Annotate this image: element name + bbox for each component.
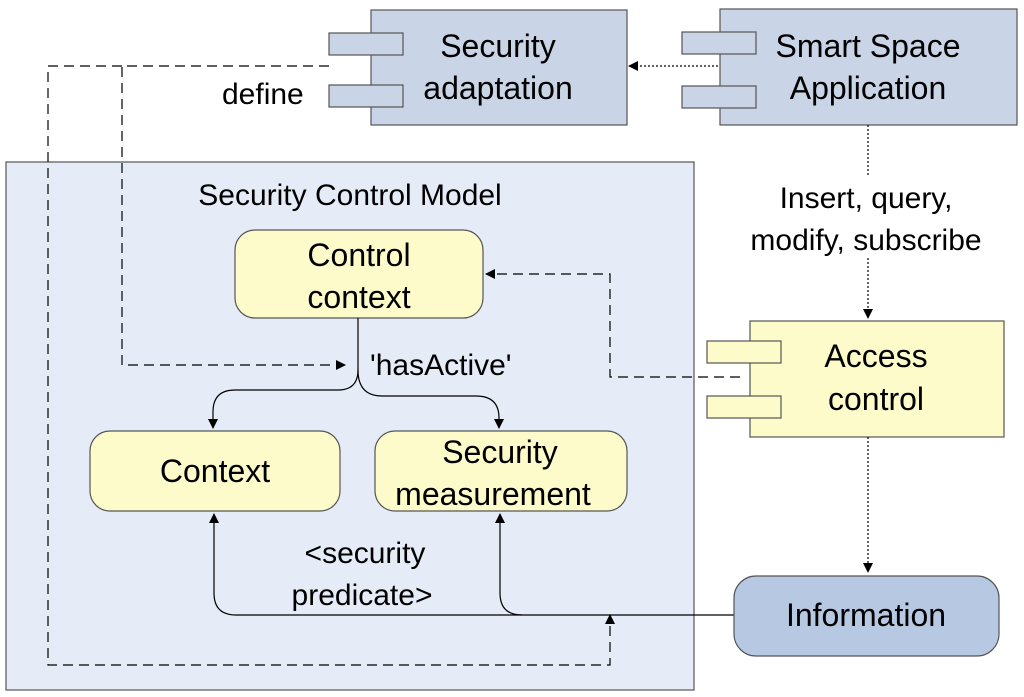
security-adaptation-component: Security adaptation	[328, 9, 628, 126]
security-measurement-label-line1: Security	[442, 434, 558, 470]
security-control-model-title: Security Control Model	[198, 179, 501, 212]
component-port-icon	[328, 32, 404, 56]
information-box	[733, 575, 1000, 657]
component-port-icon	[706, 395, 782, 419]
define-label: define	[222, 78, 304, 111]
information-to-context-arrow	[209, 513, 735, 616]
control-context-box	[234, 229, 484, 319]
information-label: Information	[786, 597, 946, 633]
insert-query-label-line2: modify, subscribe	[750, 224, 981, 257]
define-path-to-has-active	[121, 65, 346, 370]
component-port-icon	[681, 85, 757, 109]
security-adaptation-label-line1: Security	[440, 28, 556, 64]
has-active-to-measurement-arrow	[357, 369, 504, 429]
has-active-to-context-arrow	[208, 318, 359, 429]
smart-space-application-label-line2: Application	[790, 70, 947, 106]
access-control-box	[749, 320, 1005, 438]
component-port-icon	[328, 84, 404, 108]
security-adaptation-box	[370, 9, 628, 126]
control-context-label-line1: Control	[307, 237, 410, 273]
smart-space-application-component: Smart Space Application	[681, 8, 1018, 126]
context-label: Context	[160, 453, 270, 489]
security-measurement-box	[374, 430, 628, 512]
information-to-measurement-arrow	[495, 513, 523, 616]
security-adaptation-label-line2: adaptation	[423, 70, 572, 106]
access-control-component: Access control	[706, 320, 1005, 438]
access-control-label-line2: control	[828, 381, 924, 417]
access-control-to-control-context-arrow	[485, 269, 740, 378]
component-port-icon	[706, 340, 782, 364]
security-measurement-label-line2: measurement	[395, 476, 591, 512]
security-predicate-label-line1: <security	[305, 537, 426, 570]
security-predicate-label-line2: predicate>	[292, 579, 433, 612]
access-control-label-line1: Access	[824, 338, 927, 374]
define-path-to-bottom	[47, 65, 615, 666]
smart-space-application-box	[719, 8, 1018, 126]
has-active-label: 'hasActive'	[370, 349, 512, 382]
smart-space-application-label-line1: Smart Space	[776, 28, 961, 64]
insert-query-label-line1: Insert, query,	[780, 182, 953, 215]
context-box	[89, 430, 341, 512]
control-context-label-line2: context	[307, 279, 410, 315]
component-port-icon	[681, 31, 757, 55]
